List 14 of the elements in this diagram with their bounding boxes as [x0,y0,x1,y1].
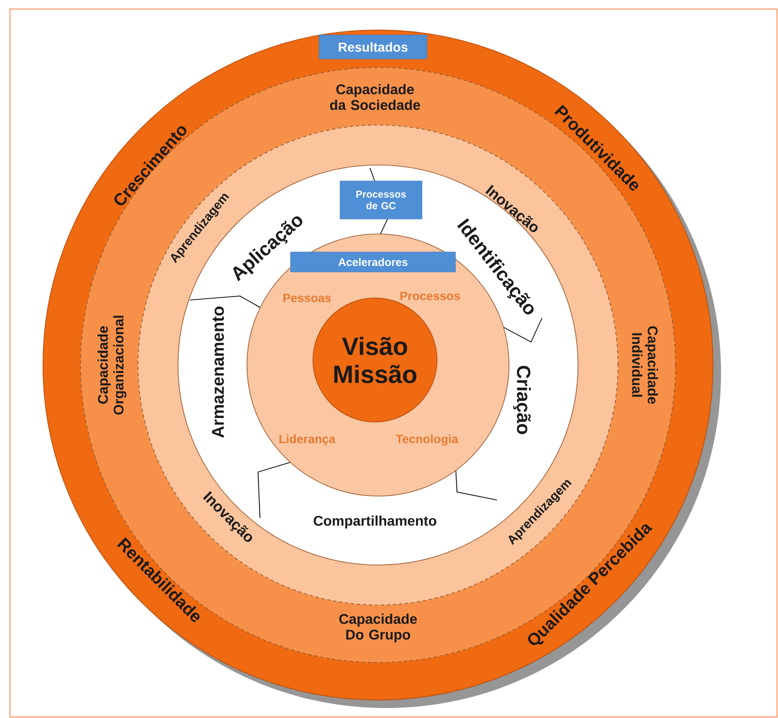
ring-label: Armazenamento [212,306,224,438]
ring-label: Compartilhamento [314,515,436,529]
ring-label: Capacidade Individual [632,326,658,404]
label-box: Processos de GC [340,180,422,220]
ring-label: Capacidade Organizacional [98,316,126,415]
ring-label: Pessoas [283,294,331,302]
label-box: Aceleradores [290,252,456,272]
ring-label: Criação [513,366,531,434]
ring-label: Tecnologia [396,434,458,446]
ring-label: Capacidade Do Grupo [339,614,417,642]
label-box: Resultados [318,34,428,60]
ring-label: Capacidade da Sociedade [330,84,420,110]
ring-label: Liderança [279,434,336,446]
center-label: Visão Missão [334,336,416,384]
